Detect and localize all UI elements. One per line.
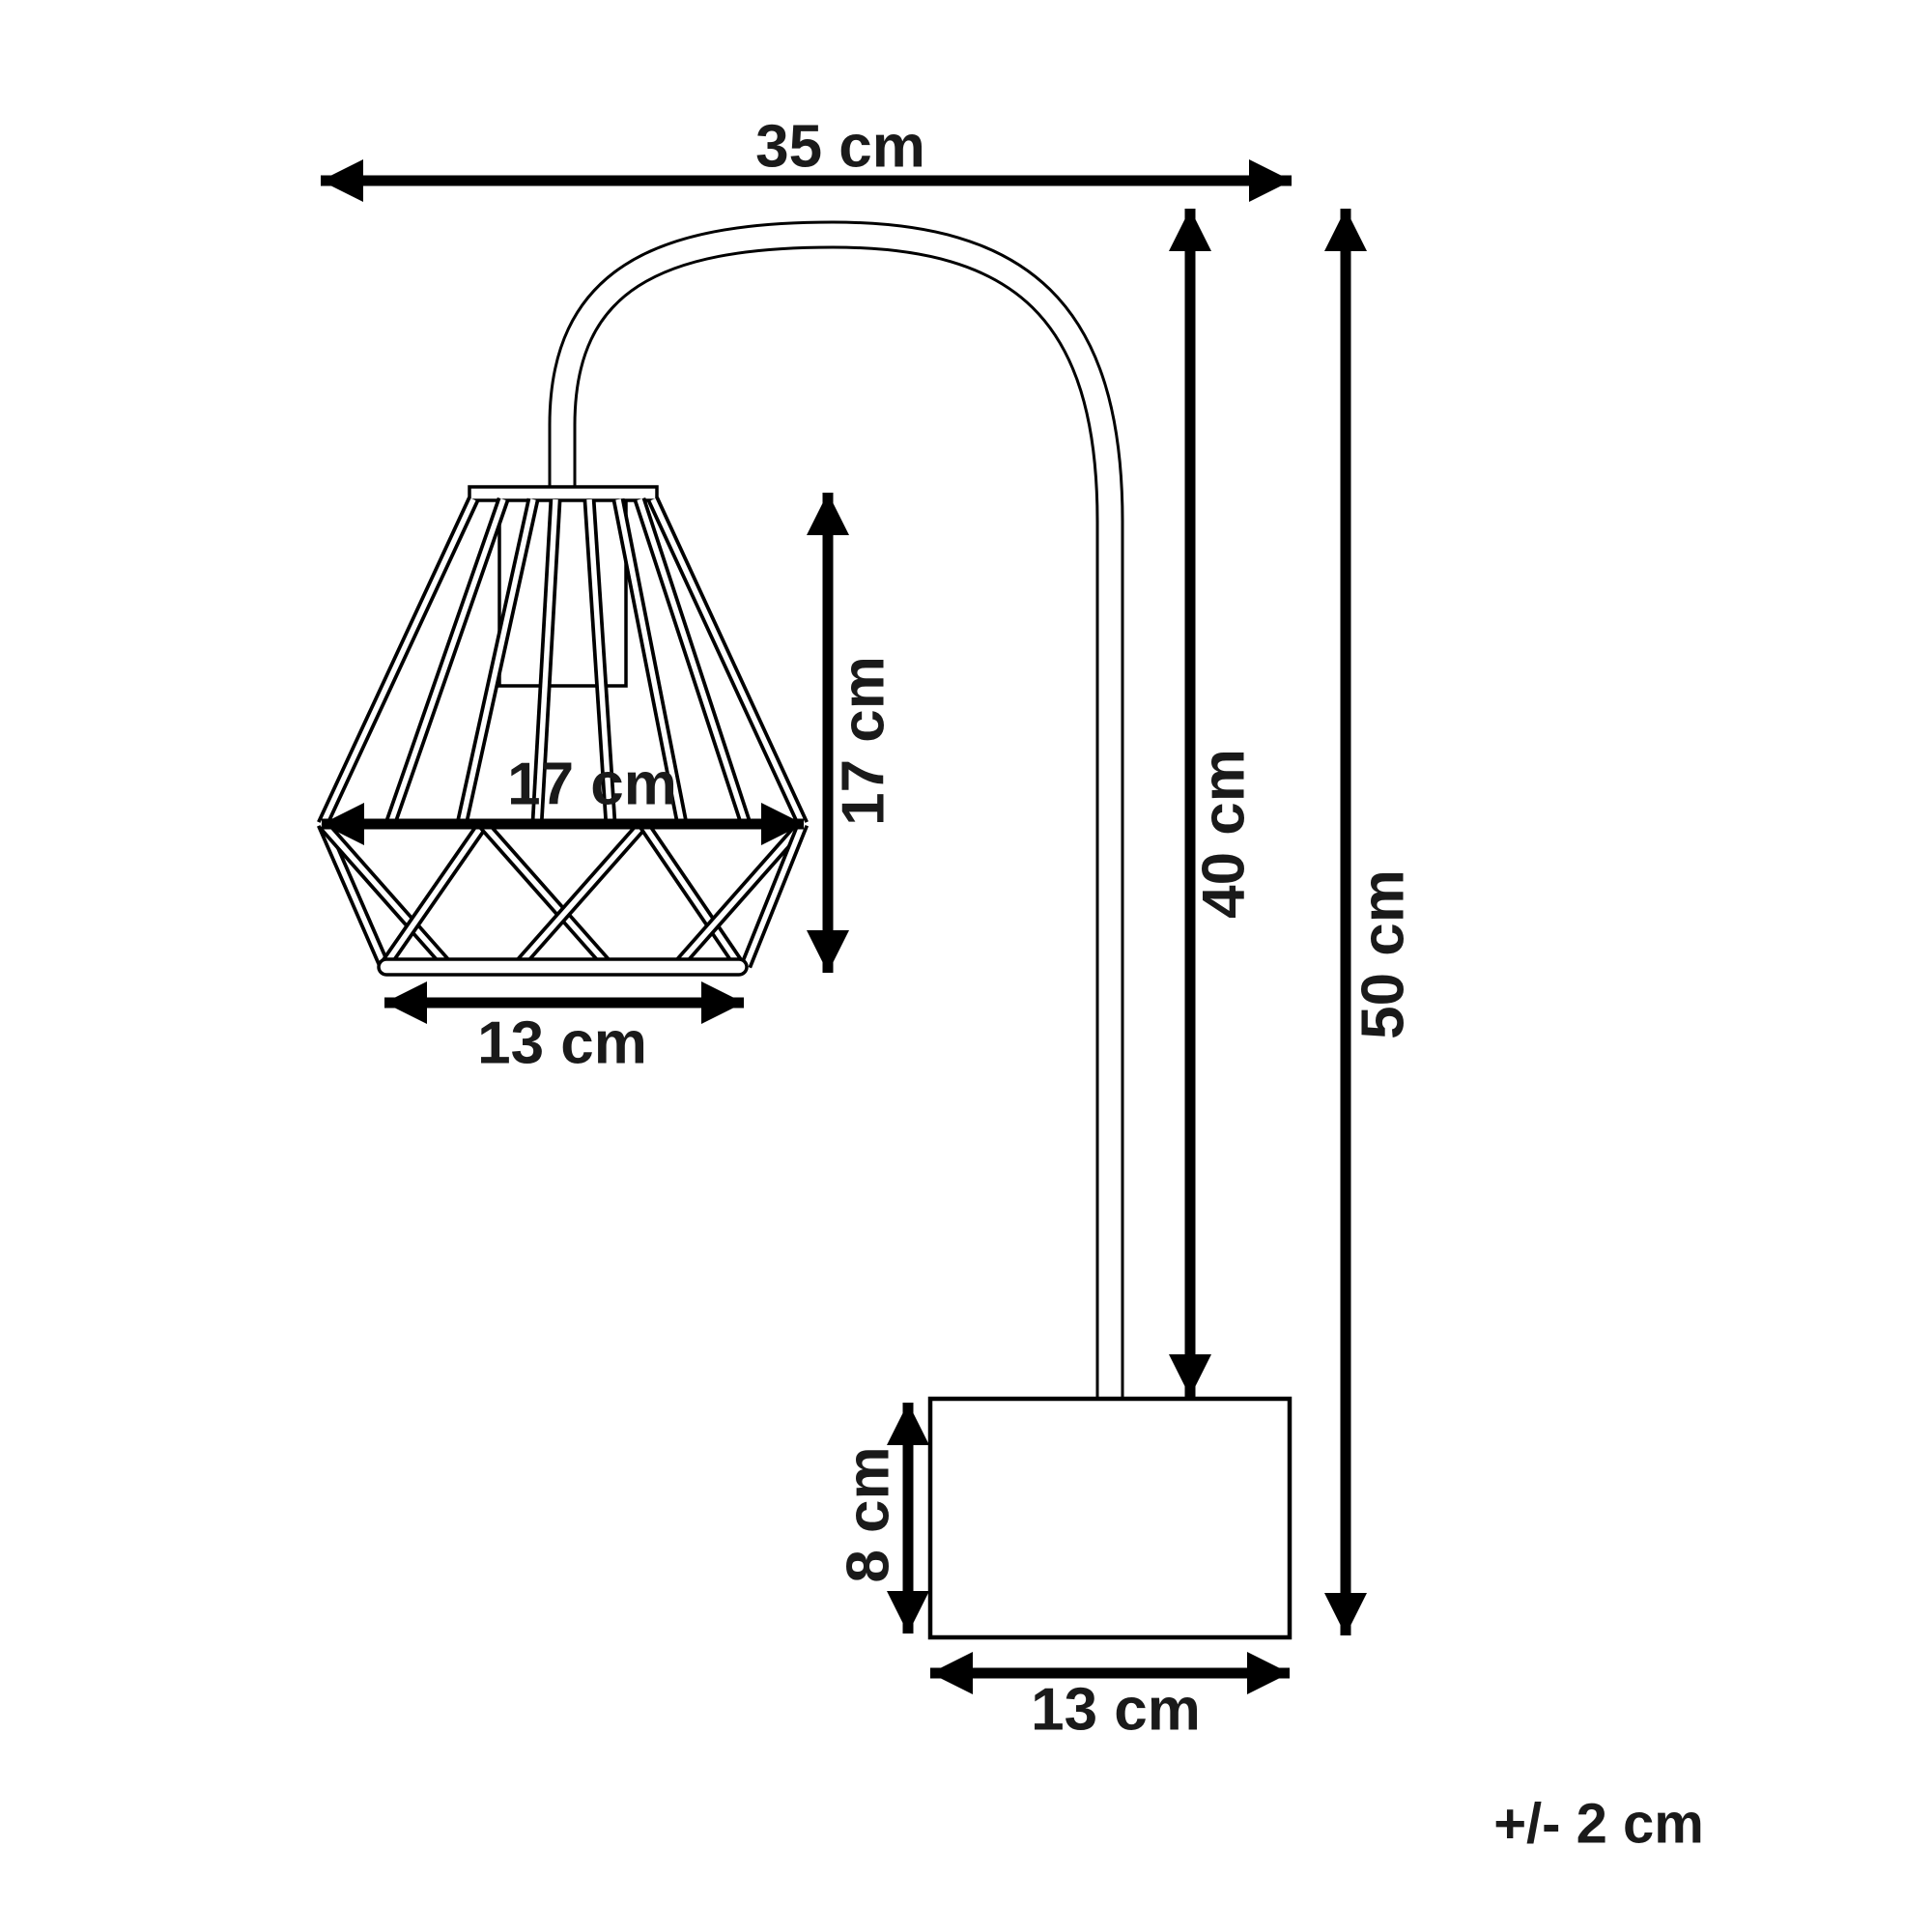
- dim-label-stem-height: 40 cm: [1191, 749, 1258, 919]
- dim-label-base-height: 8 cm: [836, 1446, 902, 1582]
- shade-cage-zigzag: [317, 819, 810, 971]
- dim-label-total-height: 50 cm: [1350, 869, 1417, 1039]
- shade-bottom-rim: [377, 957, 749, 977]
- dim-label-top-width: 35 cm: [755, 114, 925, 181]
- dim-label-shade-bottom-width: 13 cm: [477, 1010, 647, 1077]
- shade-top-plate: [468, 485, 659, 502]
- dim-label-shade-width: 17 cm: [507, 752, 677, 818]
- lamp-base: [927, 1396, 1293, 1640]
- dim-label-base-width: 13 cm: [1031, 1677, 1201, 1744]
- shade-cage-ribs: [317, 497, 809, 827]
- tolerance-note: +/- 2 cm: [1493, 1793, 1704, 1856]
- dim-label-shade-height: 17 cm: [831, 656, 897, 826]
- arc-tube: [548, 220, 1124, 1403]
